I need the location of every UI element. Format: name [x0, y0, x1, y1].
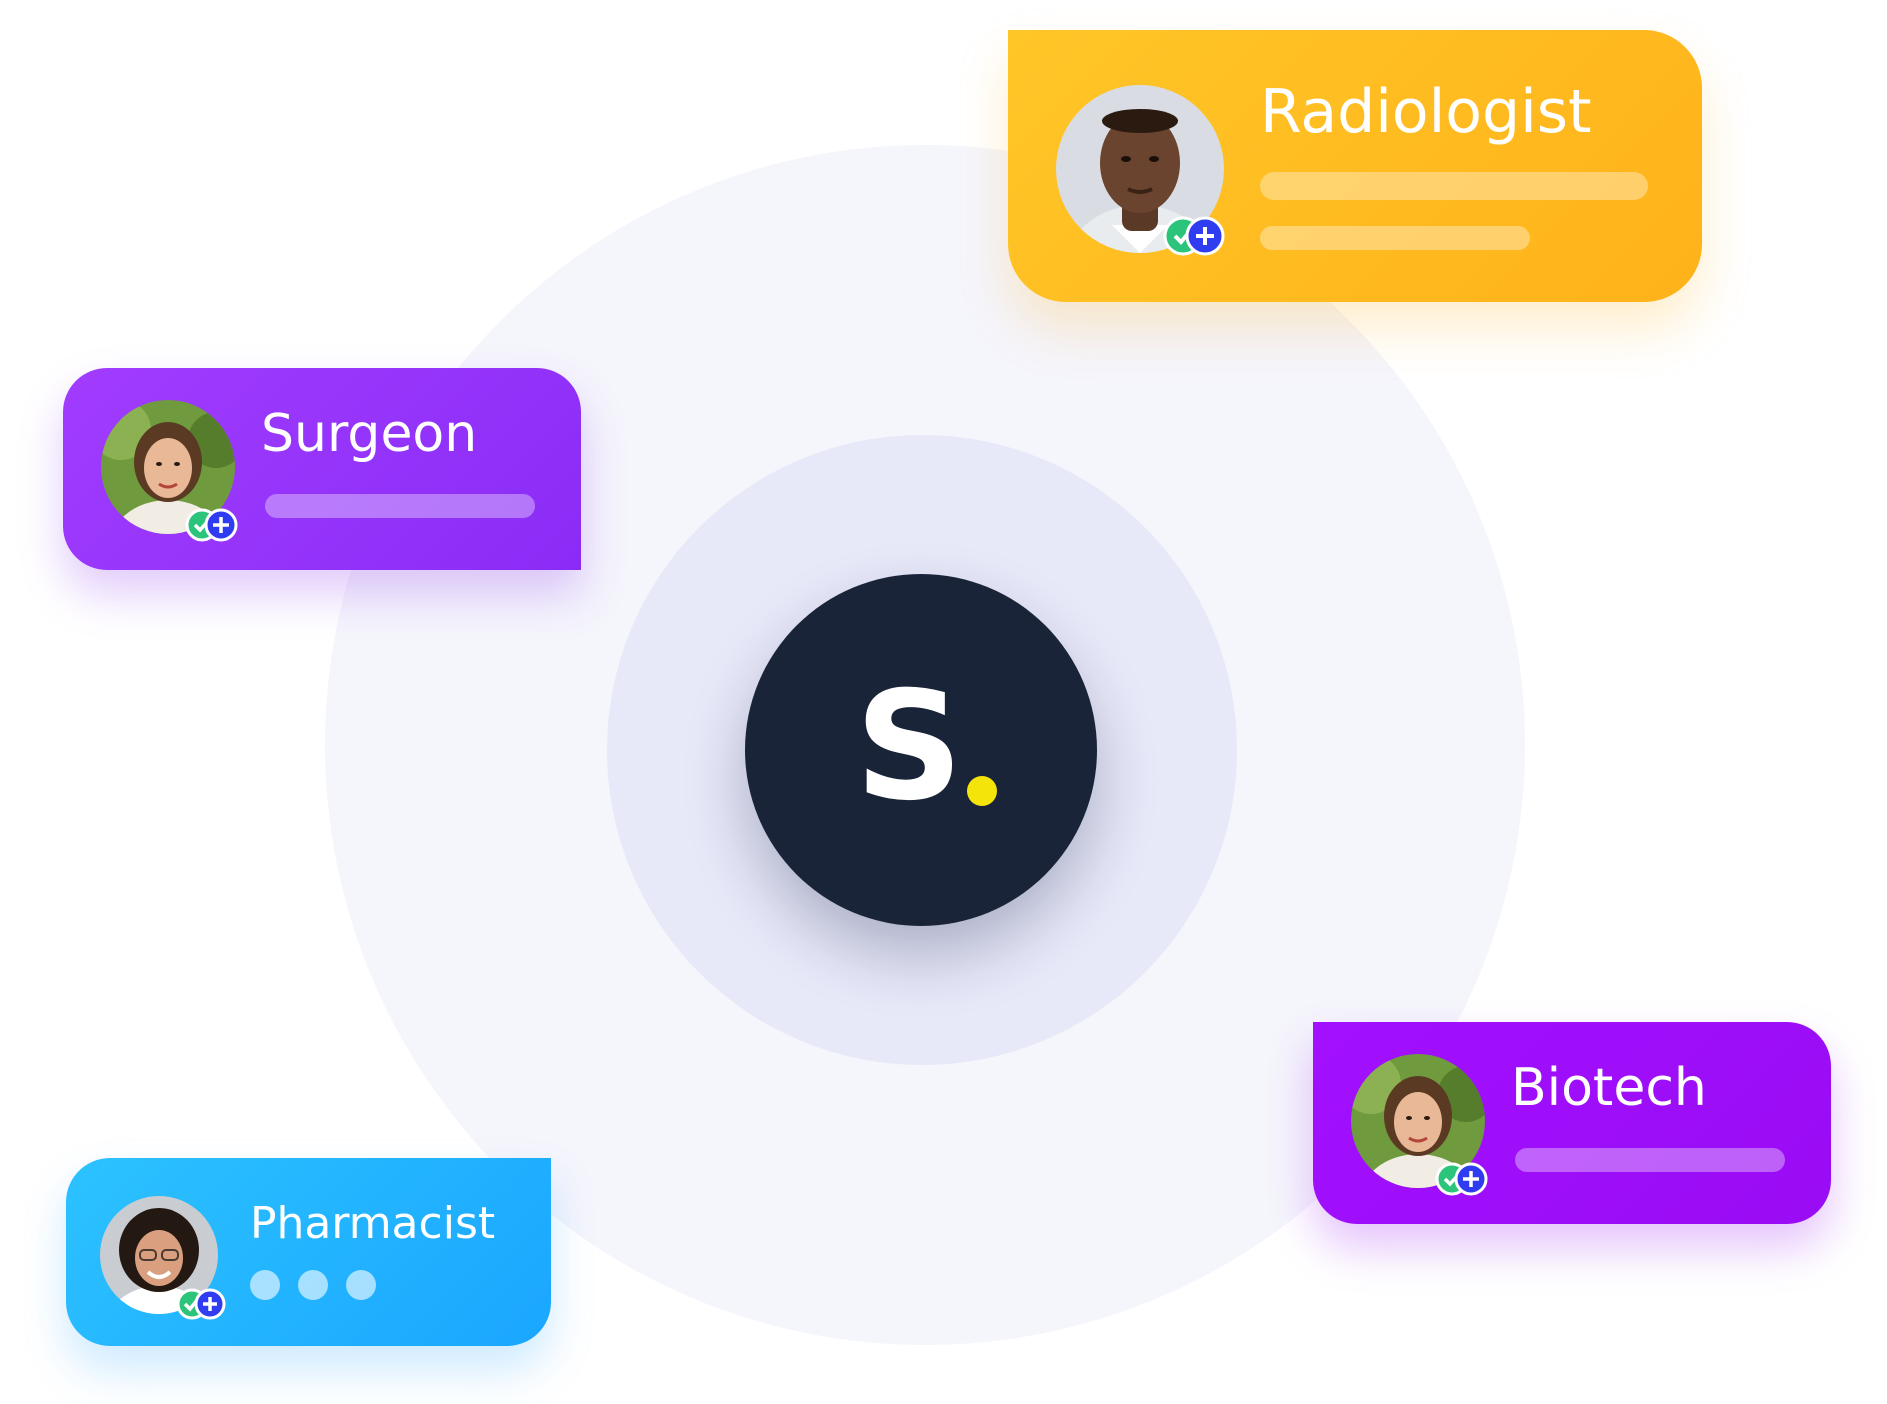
- typing-dot: [250, 1270, 280, 1300]
- plus-icon: [1463, 1171, 1479, 1187]
- verification-badge: [1163, 216, 1227, 256]
- card-pharmacist[interactable]: Pharmacist: [66, 1158, 551, 1346]
- brand-logo: S: [745, 574, 1097, 926]
- brand-logo-dot: [967, 776, 997, 806]
- card-biotech[interactable]: Biotech: [1313, 1022, 1831, 1224]
- text-placeholder-bar: [265, 494, 535, 518]
- typing-dot: [346, 1270, 376, 1300]
- card-title: Surgeon: [261, 404, 478, 464]
- text-placeholder-bar: [1260, 226, 1530, 250]
- plus-icon: [213, 517, 229, 533]
- verification-badge: [185, 508, 249, 542]
- plus-icon: [1196, 227, 1214, 245]
- text-placeholder-bar: [1260, 172, 1648, 200]
- typing-dot: [298, 1270, 328, 1300]
- card-radiologist[interactable]: Radiologist: [1008, 30, 1702, 302]
- plus-icon: [203, 1297, 217, 1311]
- typing-indicator: [250, 1270, 380, 1300]
- verification-badge: [176, 1288, 240, 1322]
- card-title: Radiologist: [1260, 77, 1592, 147]
- card-title: Pharmacist: [250, 1198, 496, 1249]
- verification-badge: [1435, 1162, 1499, 1196]
- card-title: Biotech: [1511, 1058, 1707, 1118]
- text-placeholder-bar: [1515, 1148, 1785, 1172]
- card-surgeon[interactable]: Surgeon: [63, 368, 581, 570]
- brand-logo-letter: S: [854, 660, 964, 834]
